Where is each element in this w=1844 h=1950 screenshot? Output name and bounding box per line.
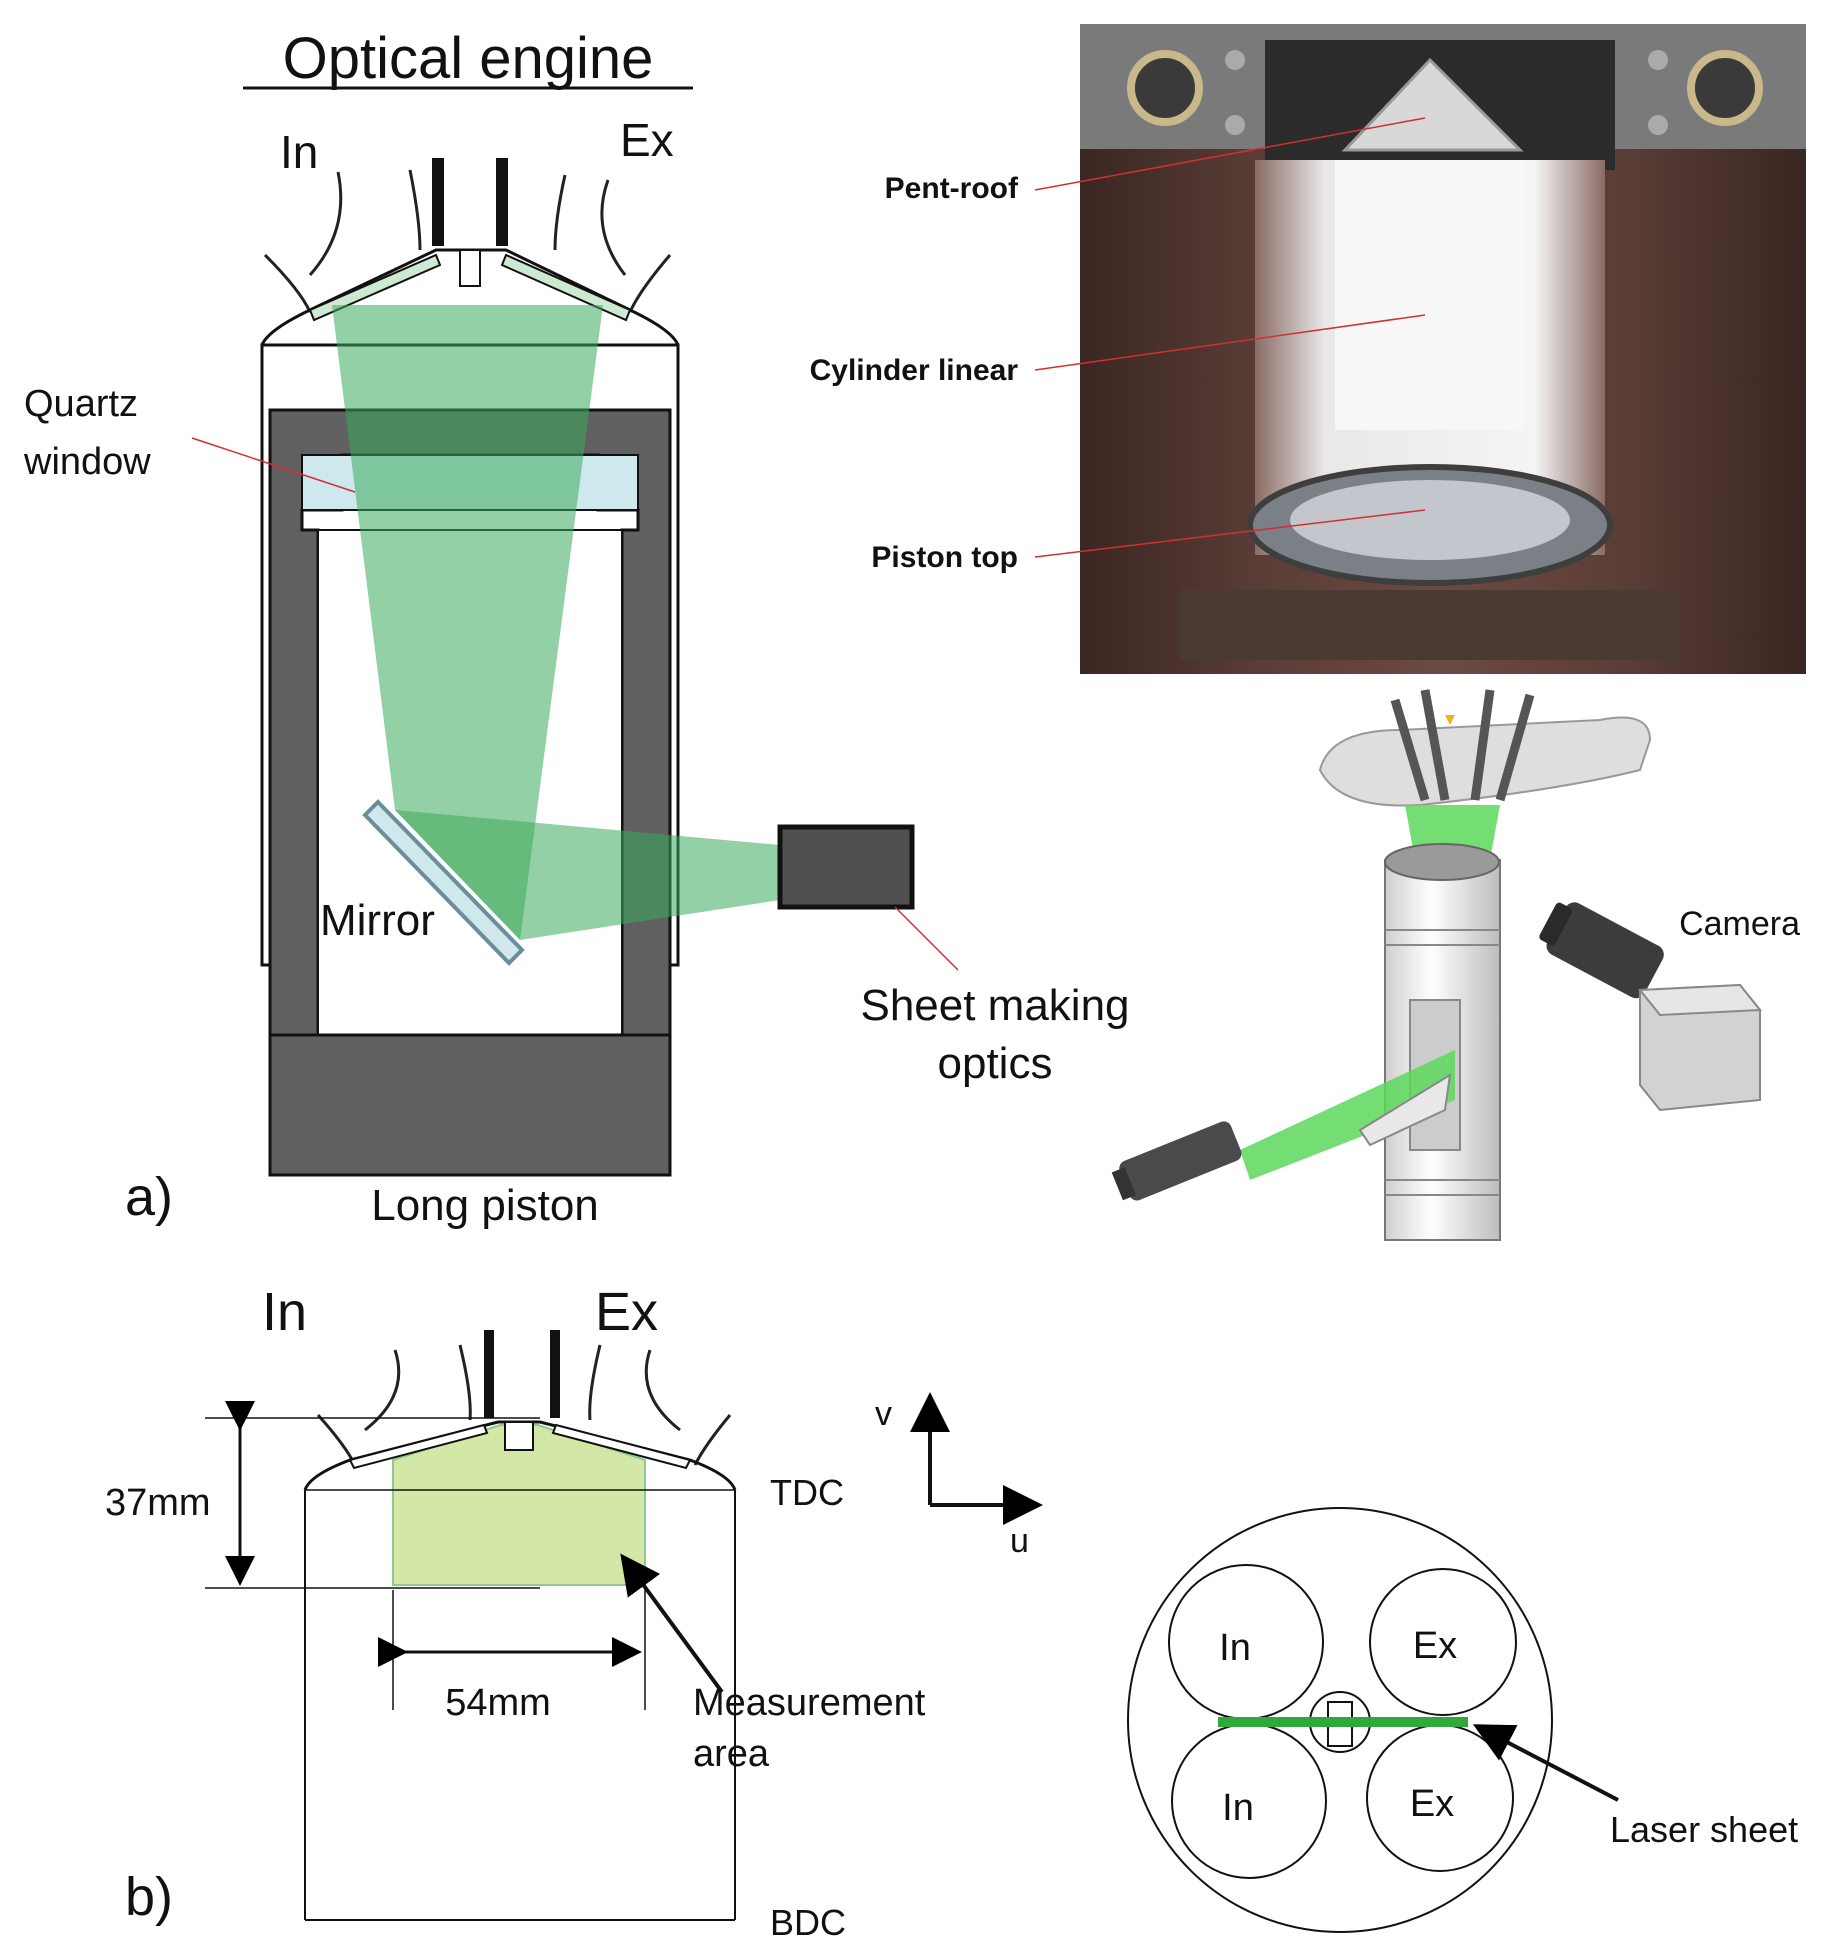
top-intake-2-label: In bbox=[1222, 1787, 1254, 1829]
long-piston-label: Long piston bbox=[371, 1181, 599, 1230]
exhaust-label-a: Ex bbox=[620, 114, 674, 166]
panel-a-schematic: Optical engine In Ex bbox=[23, 26, 1130, 1230]
piston-base bbox=[268, 1033, 672, 1177]
intake-valve bbox=[308, 253, 442, 322]
injector bbox=[432, 158, 444, 246]
quartz-leader bbox=[191, 437, 356, 493]
intake-label-a: In bbox=[280, 126, 318, 178]
exhaust-label-b: Ex bbox=[595, 1282, 658, 1342]
pent-roof-window bbox=[1341, 57, 1524, 152]
render-spark bbox=[1445, 715, 1455, 725]
intake-port-outline bbox=[308, 171, 343, 276]
axis-v-label: v bbox=[875, 1395, 892, 1433]
optics-label-2: optics bbox=[938, 1039, 1053, 1088]
setup-render-3d: Camera bbox=[1111, 689, 1800, 1241]
width-dimension-label: 54mm bbox=[445, 1682, 551, 1724]
render-beam-side bbox=[1240, 1050, 1455, 1180]
cylinder-top-view: In Ex In Ex Laser sheet bbox=[1127, 1507, 1798, 1933]
photo-bolt-left bbox=[1127, 50, 1203, 126]
cylinder-label: Cylinder linear bbox=[810, 354, 1019, 387]
laser-beam-vertical bbox=[332, 305, 603, 940]
top-exhaust-1-label: Ex bbox=[1413, 1625, 1457, 1667]
measurement-label-2: area bbox=[693, 1733, 770, 1775]
sheet-optics-box bbox=[777, 824, 915, 910]
pent-roof-leader bbox=[1034, 117, 1426, 191]
laser-sheet-arrow bbox=[1472, 1724, 1619, 1802]
cylinder-leader bbox=[1034, 314, 1426, 371]
top-exhaust-2-label: Ex bbox=[1410, 1783, 1454, 1825]
laser-beam-horizontal bbox=[395, 810, 780, 940]
quartz-label-2: window bbox=[23, 441, 151, 483]
piston-top-label: Piston top bbox=[871, 541, 1018, 574]
exhaust-port-outline bbox=[600, 179, 627, 276]
laser-sheet-label: Laser sheet bbox=[1610, 1809, 1798, 1850]
bdc-label: BDC bbox=[770, 1902, 846, 1943]
engine-photo: Pent-roof Cylinder linear Piston top bbox=[810, 24, 1806, 674]
panel-b-schematic: In Ex 37mm 54mm Measu bbox=[105, 1282, 1043, 1943]
exhaust-valve-1 bbox=[1369, 1568, 1517, 1716]
piston-top-leader bbox=[1034, 509, 1426, 558]
photo-bolt-right bbox=[1687, 50, 1763, 126]
tdc-label: TDC bbox=[770, 1472, 844, 1513]
height-dimension-label: 37mm bbox=[105, 1482, 211, 1524]
optics-leader bbox=[894, 906, 959, 971]
exhaust-valve bbox=[500, 253, 632, 322]
optical-engine-title: Optical engine bbox=[283, 26, 654, 91]
measurement-area bbox=[392, 1424, 646, 1586]
panel-b-label: b) bbox=[125, 1867, 173, 1927]
top-intake-1-label: In bbox=[1219, 1627, 1251, 1669]
measurement-arrow bbox=[620, 1553, 724, 1694]
intake-label-b: In bbox=[262, 1282, 307, 1342]
camera-label: Camera bbox=[1679, 905, 1800, 943]
quartz-label-1: Quartz bbox=[24, 383, 138, 425]
render-sheet-optics bbox=[1111, 1121, 1242, 1201]
mirror-label: Mirror bbox=[320, 896, 435, 945]
spark-plug bbox=[496, 158, 508, 246]
measurement-label-1: Measurement bbox=[693, 1682, 926, 1724]
axis-u-label: u bbox=[1010, 1522, 1029, 1560]
mirror bbox=[362, 799, 525, 966]
pent-roof-label: Pent-roof bbox=[885, 172, 1019, 205]
optics-label-1: Sheet making bbox=[860, 981, 1129, 1030]
panel-a-label: a) bbox=[125, 1167, 173, 1227]
render-camera bbox=[1539, 902, 1763, 1112]
